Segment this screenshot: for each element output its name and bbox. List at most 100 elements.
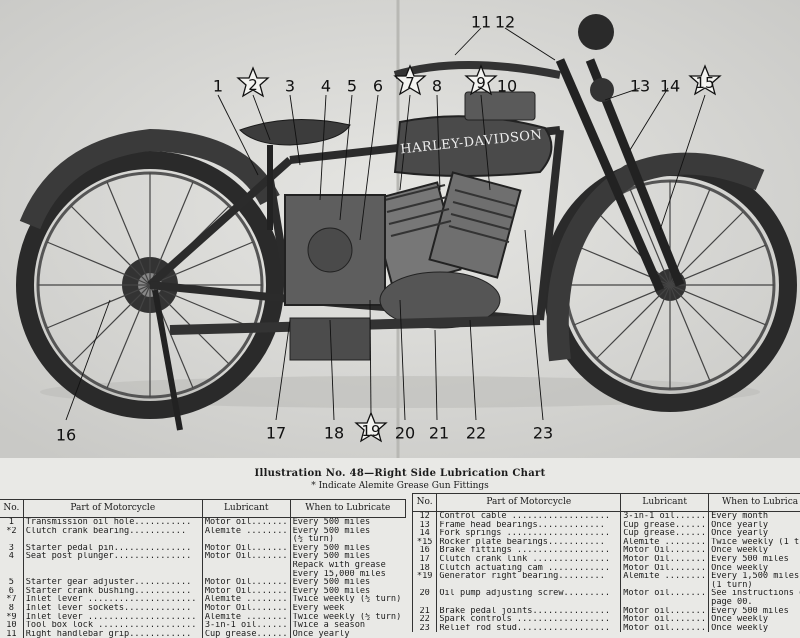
header-no: No.: [0, 500, 23, 518]
lubrication-table-right: No. Part of Motorcycle Lubricant When to…: [412, 493, 800, 632]
row-part: Starter gear adjuster...........: [23, 578, 202, 587]
row-number: [0, 570, 23, 579]
row-lubricant: Motor oil.......: [621, 624, 709, 633]
row-number: [0, 535, 23, 544]
row-number: 18: [413, 564, 437, 573]
row-lubricant: [202, 570, 290, 579]
row-part: Fork springs ....................: [437, 529, 621, 538]
row-when: Twice a season: [290, 621, 405, 630]
caption-subtitle: * Indicate Alemite Grease Gun Fittings: [0, 481, 800, 491]
row-part: Inlet lever .....................: [23, 595, 202, 604]
row-lubricant: 3-in-1 oil......: [621, 512, 709, 521]
row-lubricant: [621, 581, 709, 590]
row-number: 13: [413, 521, 437, 530]
row-lubricant: Motor Oil.......: [202, 578, 290, 587]
row-number: 17: [413, 555, 437, 564]
row-lubricant: Motor oil.......: [202, 518, 290, 527]
row-number: *15: [413, 538, 437, 547]
header-no: No.: [413, 494, 437, 512]
row-lubricant: Motor Oil.......: [621, 555, 709, 564]
row-lubricant: Alemite ........: [621, 572, 709, 581]
row-when: Every 500 miles: [290, 587, 405, 596]
row-when: Once weekly: [709, 615, 800, 624]
row-lubricant: Alemite ........: [202, 595, 290, 604]
callout-11: 11: [471, 13, 491, 32]
row-when: Every 1,500 miles: [709, 572, 800, 581]
callout-5: 5: [347, 77, 357, 96]
header-when: When to Lubricate: [290, 500, 405, 518]
row-number: *7: [0, 595, 23, 604]
lubrication-table-left: No. Part of Motorcycle Lubricant When to…: [0, 499, 406, 638]
row-part: Inlet lever sockets.............: [23, 604, 202, 613]
row-when: Once yearly: [709, 521, 800, 530]
row-lubricant: Motor Oil.......: [621, 564, 709, 573]
callout-18: 18: [324, 424, 344, 443]
row-when: Twice weekly (½ turn): [290, 613, 405, 622]
callout-9: 9: [476, 74, 486, 92]
row-when: Repack with grease: [290, 561, 405, 570]
header-when: When to Lubrica: [709, 494, 800, 512]
table-row: (1 turn): [413, 581, 800, 590]
header-lubricant: Lubricant: [621, 494, 709, 512]
row-number: 8: [0, 604, 23, 613]
callout-2: 2: [248, 76, 258, 94]
row-lubricant: Alemite ........: [202, 527, 290, 536]
row-when: Twice weekly (½ turn): [290, 595, 405, 604]
row-part: Inlet lever .....................: [23, 613, 202, 622]
row-number: 22: [413, 615, 437, 624]
row-when: Once weekly: [709, 564, 800, 573]
row-lubricant: Motor Oil.......: [202, 587, 290, 596]
row-part: Frame head bearings.............: [437, 521, 621, 530]
row-number: 1: [0, 518, 23, 527]
row-part: Brake pedal joints...............: [437, 607, 621, 616]
row-part: Spark controls ..................: [437, 615, 621, 624]
row-lubricant: Cup grease......: [621, 521, 709, 530]
row-number: 5: [0, 578, 23, 587]
row-number: 11: [0, 630, 23, 638]
row-part: Transmission oil hole...........: [23, 518, 202, 527]
caption: Illustration No. 48—Right Side Lubricati…: [0, 468, 800, 491]
row-when: Twice weekly (1 t: [709, 538, 800, 547]
row-number: *2: [0, 527, 23, 536]
callout-3: 3: [285, 77, 295, 96]
row-when: Every 500 miles: [709, 607, 800, 616]
row-part: Starter pedal pin...............: [23, 544, 202, 553]
caption-title: Illustration No. 48—Right Side Lubricati…: [0, 468, 800, 479]
callout-19: 19: [361, 422, 380, 440]
header-lubricant: Lubricant: [202, 500, 290, 518]
row-when: Every month: [709, 512, 800, 521]
row-lubricant: [202, 561, 290, 570]
row-number: 12: [413, 512, 437, 521]
callout-10: 10: [497, 77, 517, 96]
row-number: *19: [413, 572, 437, 581]
row-part: [437, 598, 621, 607]
row-lubricant: [621, 598, 709, 607]
row-part: Clutch actuating cam ............: [437, 564, 621, 573]
row-when: Every 15,000 miles: [290, 570, 405, 579]
callout-23: 23: [533, 424, 553, 443]
row-when: Every 500 miles: [290, 544, 405, 553]
row-number: 20: [413, 589, 437, 598]
row-number: [413, 598, 437, 607]
row-part: [23, 561, 202, 570]
row-part: Control cable ...................: [437, 512, 621, 521]
row-number: 21: [413, 607, 437, 616]
row-lubricant: Cup grease......: [202, 630, 290, 638]
row-part: Tool box lock ...................: [23, 621, 202, 630]
callout-1: 1: [213, 77, 223, 96]
callout-7: 7: [405, 74, 415, 92]
